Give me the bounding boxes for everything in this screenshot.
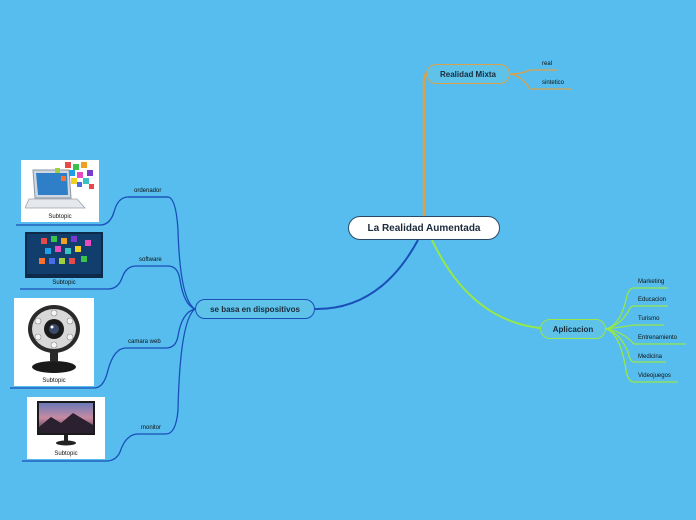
subtopic-camara-web[interactable]: camara web (128, 339, 161, 345)
subtopic-real[interactable]: real (542, 61, 553, 67)
image-card-laptop[interactable]: Subtopic (21, 160, 99, 222)
webcam-image-icon (28, 305, 80, 373)
monitor-apps-image-icon (25, 232, 103, 278)
image-card-software[interactable]: Subtopic (23, 232, 105, 288)
subtopic-entrenamiento[interactable]: Entrenamiento (638, 335, 678, 341)
image-card-caption: Subtopic (54, 451, 78, 457)
image-card-caption: Subtopic (52, 280, 76, 286)
subtopic-videojuegos[interactable]: Videojuegos (638, 373, 671, 379)
laptop-image-icon (25, 162, 94, 209)
image-card-monitor[interactable]: Subtopic (27, 397, 105, 459)
subtopic-monitor[interactable]: monitor (141, 425, 162, 431)
image-card-webcam[interactable]: Subtopic (14, 298, 94, 386)
monitor-image-icon (37, 401, 95, 446)
topic-realidad-mixta[interactable]: Realidad Mixta (426, 64, 510, 84)
image-card-caption: Subtopic (48, 214, 72, 220)
subtopic-marketing[interactable]: Marketing (638, 279, 665, 285)
central-topic[interactable]: La Realidad Aumentada (348, 216, 500, 240)
subtopic-educacion[interactable]: Educacion (638, 297, 667, 303)
subtopic-medicina[interactable]: Medicina (638, 354, 663, 360)
image-card-caption: Subtopic (42, 378, 66, 384)
subtopic-software[interactable]: software (139, 257, 162, 263)
topic-aplicacion[interactable]: Aplicacion (540, 319, 606, 339)
topic-dispositivos[interactable]: se basa en dispositivos (195, 299, 315, 319)
subtopic-sintetico[interactable]: sintetico (542, 80, 565, 86)
subtopic-ordenador[interactable]: ordenador (134, 188, 162, 194)
subtopic-turismo[interactable]: Turismo (638, 316, 660, 322)
